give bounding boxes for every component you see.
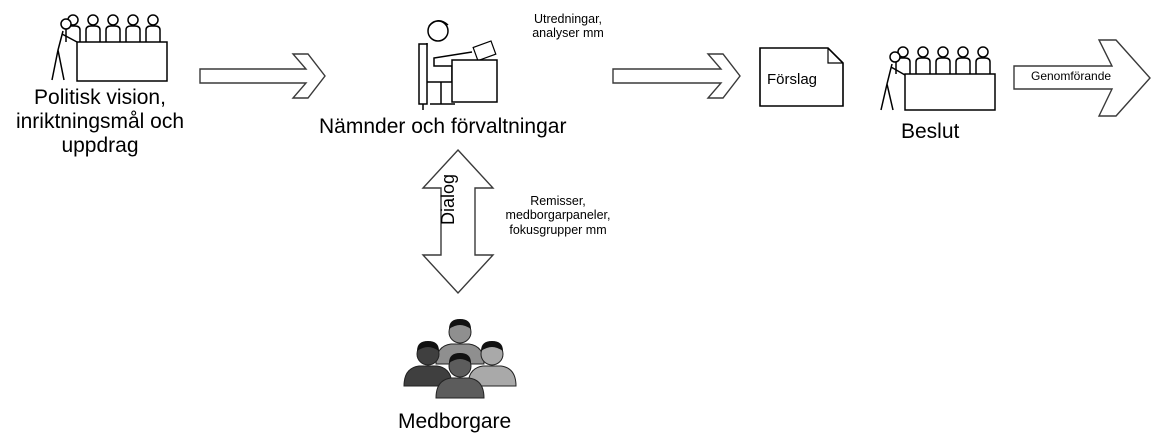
decision-panel-icon: [880, 46, 996, 111]
investigations-label: Utredningar, analyser mm: [532, 12, 604, 41]
arrow-committees-to-proposal: [612, 53, 741, 99]
dialog-label: Dialog: [438, 173, 458, 225]
political-panel-icon: [51, 14, 168, 82]
arrow-vision-to-committees: [199, 53, 326, 99]
citizens-group-icon: [403, 318, 517, 399]
citizens-label: Medborgare: [398, 410, 512, 433]
dialog-double-arrow: [421, 148, 495, 295]
consultations-label: Remisser, medborgarpaneler, fokusgrupper…: [505, 194, 611, 237]
official-at-desk-icon: [418, 20, 498, 110]
proposal-document-icon: [759, 47, 844, 107]
decision-label: Beslut: [901, 120, 960, 143]
implementation-label: Genomförande: [1031, 69, 1112, 83]
political-vision-label: Politisk vision, inriktningsmål och uppd…: [15, 86, 185, 158]
proposal-label: Förslag: [767, 71, 818, 88]
arrow-implementation: [1013, 39, 1151, 117]
committees-label: Nämnder och förvaltningar: [319, 115, 567, 138]
